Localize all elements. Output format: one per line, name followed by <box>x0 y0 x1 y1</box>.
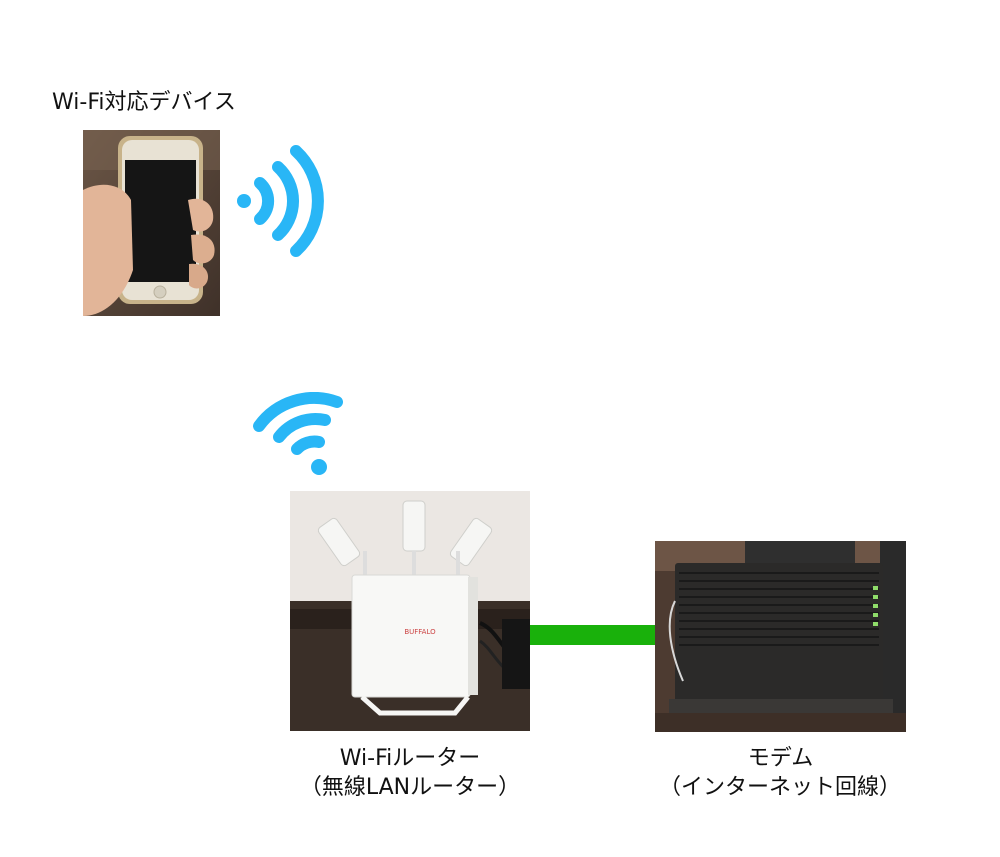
wifi-icon-inner <box>291 435 325 455</box>
modem-photo <box>655 541 906 732</box>
router-label-line2: （無線LANルーター） <box>299 775 521 800</box>
wifi-icon-middle <box>273 413 331 443</box>
modem-label-line1: モデム <box>747 746 814 771</box>
wifi-waves-dot <box>237 194 251 208</box>
modem-label-line2: （インターネット回線） <box>658 775 901 800</box>
wifi-waves-inner <box>254 177 275 225</box>
wifi-waves-middle <box>272 161 300 241</box>
device-label: Wi-Fi対応デバイス <box>52 90 236 115</box>
wifi-icon-outer <box>253 392 343 432</box>
wifi-waves-icon <box>237 145 324 257</box>
wifi-icon-dot <box>311 459 327 475</box>
wifi-waves-outer <box>290 145 324 257</box>
connection-cable <box>530 625 656 645</box>
smartphone-photo <box>83 130 220 316</box>
router-photo: BUFFALO <box>290 491 530 731</box>
wifi-icon <box>253 392 343 475</box>
router-brand-logo: BUFFALO <box>404 628 436 636</box>
router-label-line1: Wi-Fiルーター <box>339 746 481 771</box>
